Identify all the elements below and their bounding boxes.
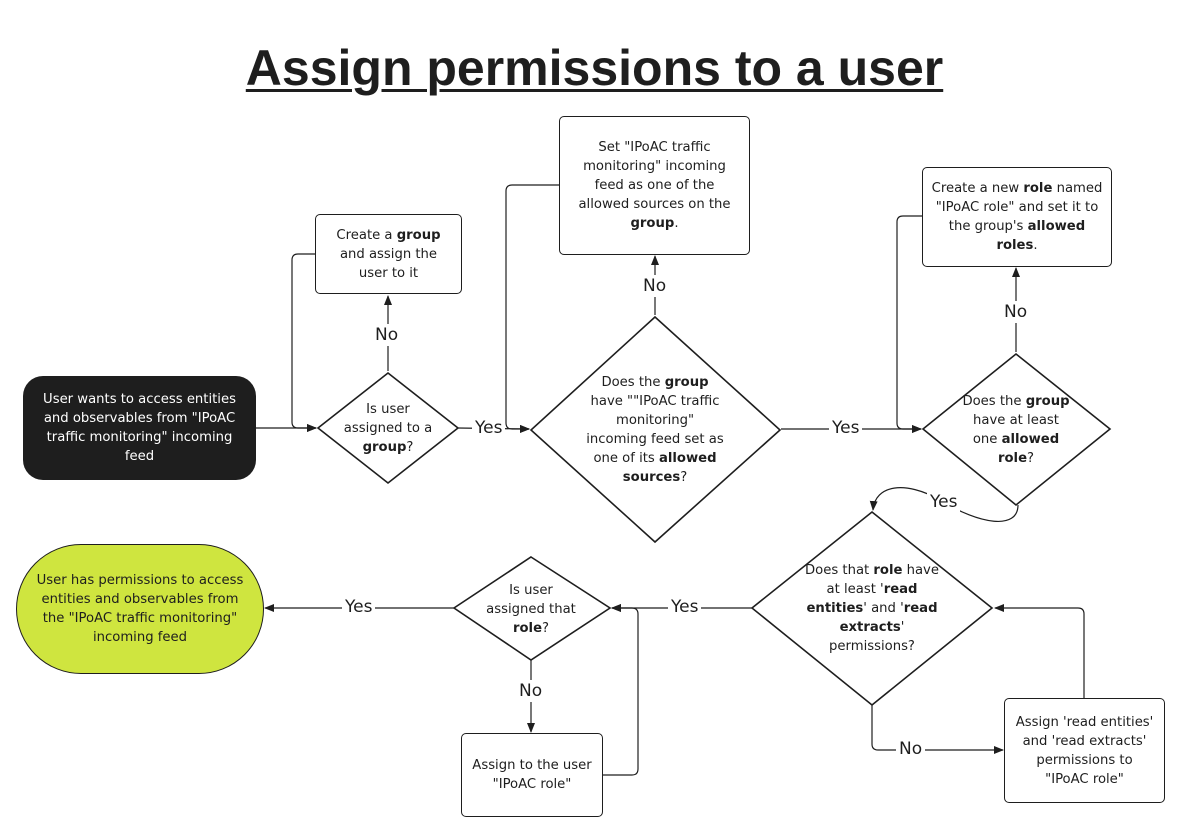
edge-perms-check-no [871,705,1004,754]
label-no-create-role: No [1001,301,1031,323]
decision-does-group-have-role: Does the group have at least one allowed… [962,394,1070,466]
edge-set-feed-return [505,184,560,433]
decision-is-user-assigned-group: Is user assigned to a group? [343,401,433,455]
label-yes-feed: Yes [829,417,863,439]
decision-does-role-have-permissions: Does that role have at least 'read entit… [805,562,939,654]
decision-diamond-allowed-role [921,352,1112,507]
label-no-assign-role: No [516,680,546,702]
process-set-feed: Set "IPoAC traffic monitoring" incoming … [559,116,750,255]
label-yes-group: Yes [472,417,506,439]
label-no-set-feed: No [640,275,670,297]
edge-assign-perms-return [994,604,1085,698]
decision-does-group-have-feed: Does the group have ""IPoAC traffic moni… [586,375,724,485]
start-node: User wants to access entities and observ… [23,376,256,480]
end-node: User has permissions to access entities … [16,544,264,674]
process-assign-permissions: Assign 'read entities' and 'read extract… [1004,698,1165,803]
decision-is-user-assigned-role: Is user assigned that role? [486,582,576,636]
process-create-group: Create a group and assign the user to it [315,214,462,294]
label-yes-user-role: Yes [342,596,376,618]
process-assign-role: Assign to the user "IPoAC role" [461,733,603,817]
edge-create-role-return [896,215,923,433]
label-no-create-group: No [372,324,402,346]
process-create-role: Create a new role named "IPoAC role" and… [922,167,1112,267]
label-yes-permissions: Yes [668,596,702,618]
label-yes-allowed-role: Yes [927,491,961,513]
edge-assign-role-return [602,604,639,776]
edge-create-group-return [291,253,317,432]
decision-diamond-group [316,371,460,485]
diagram-title: Assign permissions to a user [245,40,944,96]
label-no-assign-perms: No [896,738,926,760]
decision-diamond-feed [529,315,782,544]
